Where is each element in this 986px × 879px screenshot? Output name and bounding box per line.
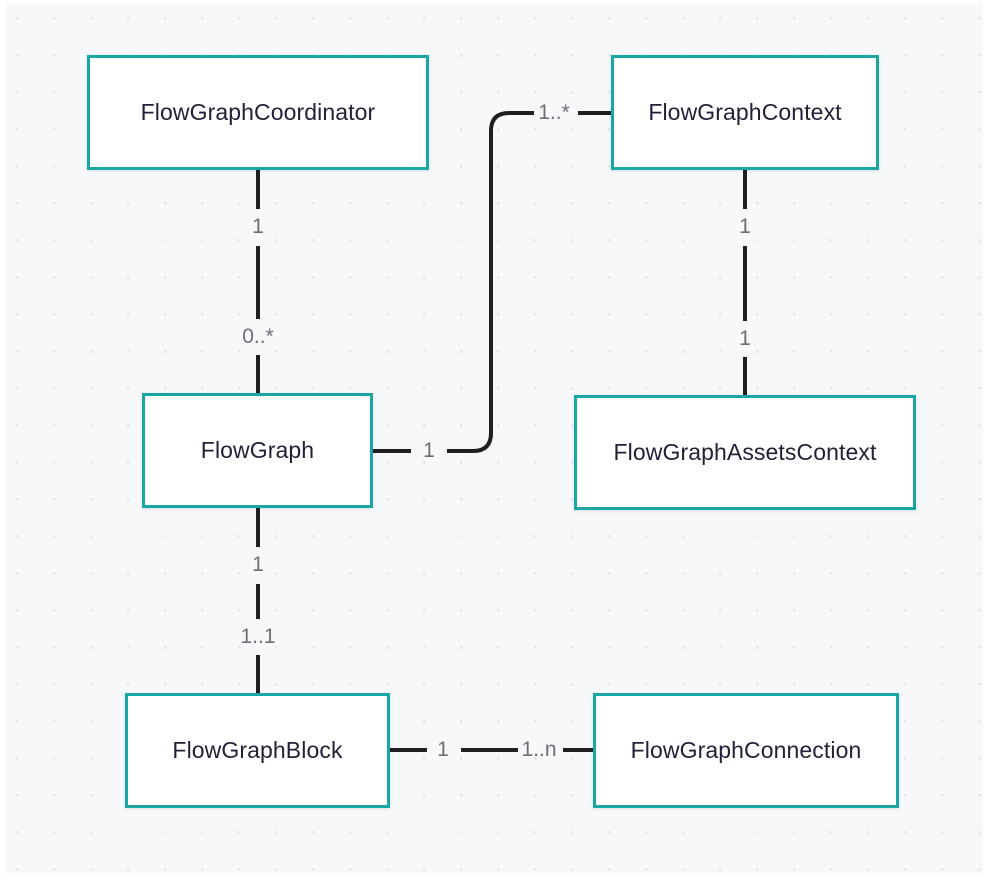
node-flowgraphcontext[interactable]: FlowGraphContext: [611, 55, 879, 170]
edge-path: [447, 111, 534, 453]
edge-multiplicity-label: 1: [423, 439, 435, 462]
edge-multiplicity-label: 1: [252, 215, 264, 238]
edge-multiplicity-label: 1: [739, 327, 751, 350]
node-label: FlowGraphConnection: [630, 737, 862, 763]
edge-multiplicity-label: 1..n: [521, 738, 557, 761]
edge-multiplicity-label: 0..*: [242, 325, 274, 348]
edge-multiplicity-label: 1: [252, 553, 264, 576]
node-flowgraphassetscontext[interactable]: FlowGraphAssetsContext: [574, 395, 916, 510]
node-label: FlowGraphBlock: [172, 737, 343, 763]
node-label: FlowGraph: [200, 437, 315, 463]
node-flowgraphconnection[interactable]: FlowGraphConnection: [593, 693, 899, 808]
edge-multiplicity-label: 1..*: [538, 101, 570, 124]
node-flowgraphblock[interactable]: FlowGraphBlock: [125, 693, 390, 808]
node-flowgraph[interactable]: FlowGraph: [142, 393, 373, 508]
node-label: FlowGraphCoordinator: [140, 99, 376, 125]
node-label: FlowGraphAssetsContext: [613, 439, 877, 465]
edge-multiplicity-label: 1: [739, 215, 751, 238]
edge-multiplicity-label: 1..1: [240, 625, 276, 648]
node-label: FlowGraphContext: [648, 99, 842, 125]
edge-multiplicity-label: 1: [437, 738, 449, 761]
node-flowgraphcoordinator[interactable]: FlowGraphCoordinator: [87, 55, 429, 170]
